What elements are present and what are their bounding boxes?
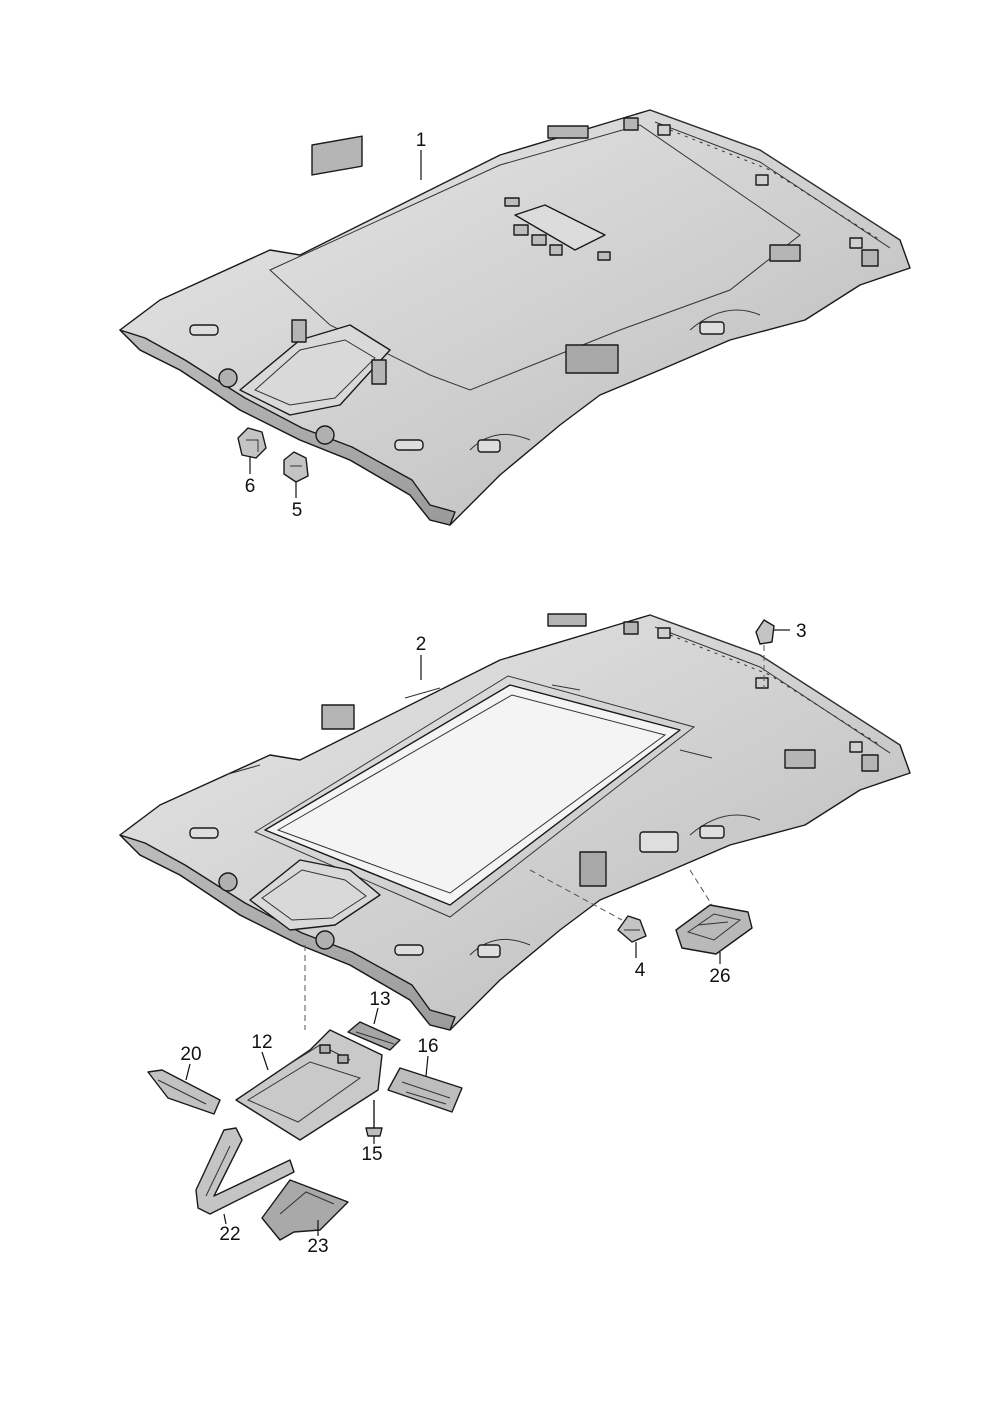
callout-22: 22 xyxy=(219,1224,240,1245)
callout-15: 15 xyxy=(361,1144,382,1165)
callout-13: 13 xyxy=(369,989,390,1010)
callout-3: 3 xyxy=(796,621,807,642)
leader-20 xyxy=(185,1063,191,1081)
callout-6: 6 xyxy=(245,476,256,497)
assembly-line-26 xyxy=(689,869,713,906)
trim-part-22 xyxy=(195,1127,295,1215)
lens-part-13 xyxy=(347,1021,401,1051)
trim-part-20 xyxy=(147,1069,221,1115)
leader-16 xyxy=(425,1055,429,1077)
callout-20: 20 xyxy=(180,1044,201,1065)
clip-part-4 xyxy=(617,915,647,943)
callout-5: 5 xyxy=(292,500,303,521)
assembly-line-4 xyxy=(529,869,623,921)
callout-1: 1 xyxy=(416,130,427,151)
leader-22 xyxy=(223,1213,227,1225)
cover-part-16 xyxy=(387,1067,463,1113)
headliner-part-1 xyxy=(119,109,911,526)
callout-2: 2 xyxy=(416,634,427,655)
clip-part-5 xyxy=(283,451,309,483)
trim-part-23 xyxy=(261,1179,349,1241)
callout-26: 26 xyxy=(709,966,730,987)
clip-part-6 xyxy=(237,427,267,459)
callout-16: 16 xyxy=(417,1036,438,1057)
screw-part-15 xyxy=(365,1100,383,1137)
callout-4: 4 xyxy=(635,960,646,981)
leader-12 xyxy=(261,1051,269,1071)
light-part-26 xyxy=(675,904,753,955)
leader-13 xyxy=(373,1007,379,1025)
console-part-12 xyxy=(235,1029,383,1141)
clip-part-3 xyxy=(755,619,775,645)
callout-12: 12 xyxy=(251,1032,272,1053)
headliner-part-2 xyxy=(119,613,911,1031)
callout-23: 23 xyxy=(307,1236,328,1257)
